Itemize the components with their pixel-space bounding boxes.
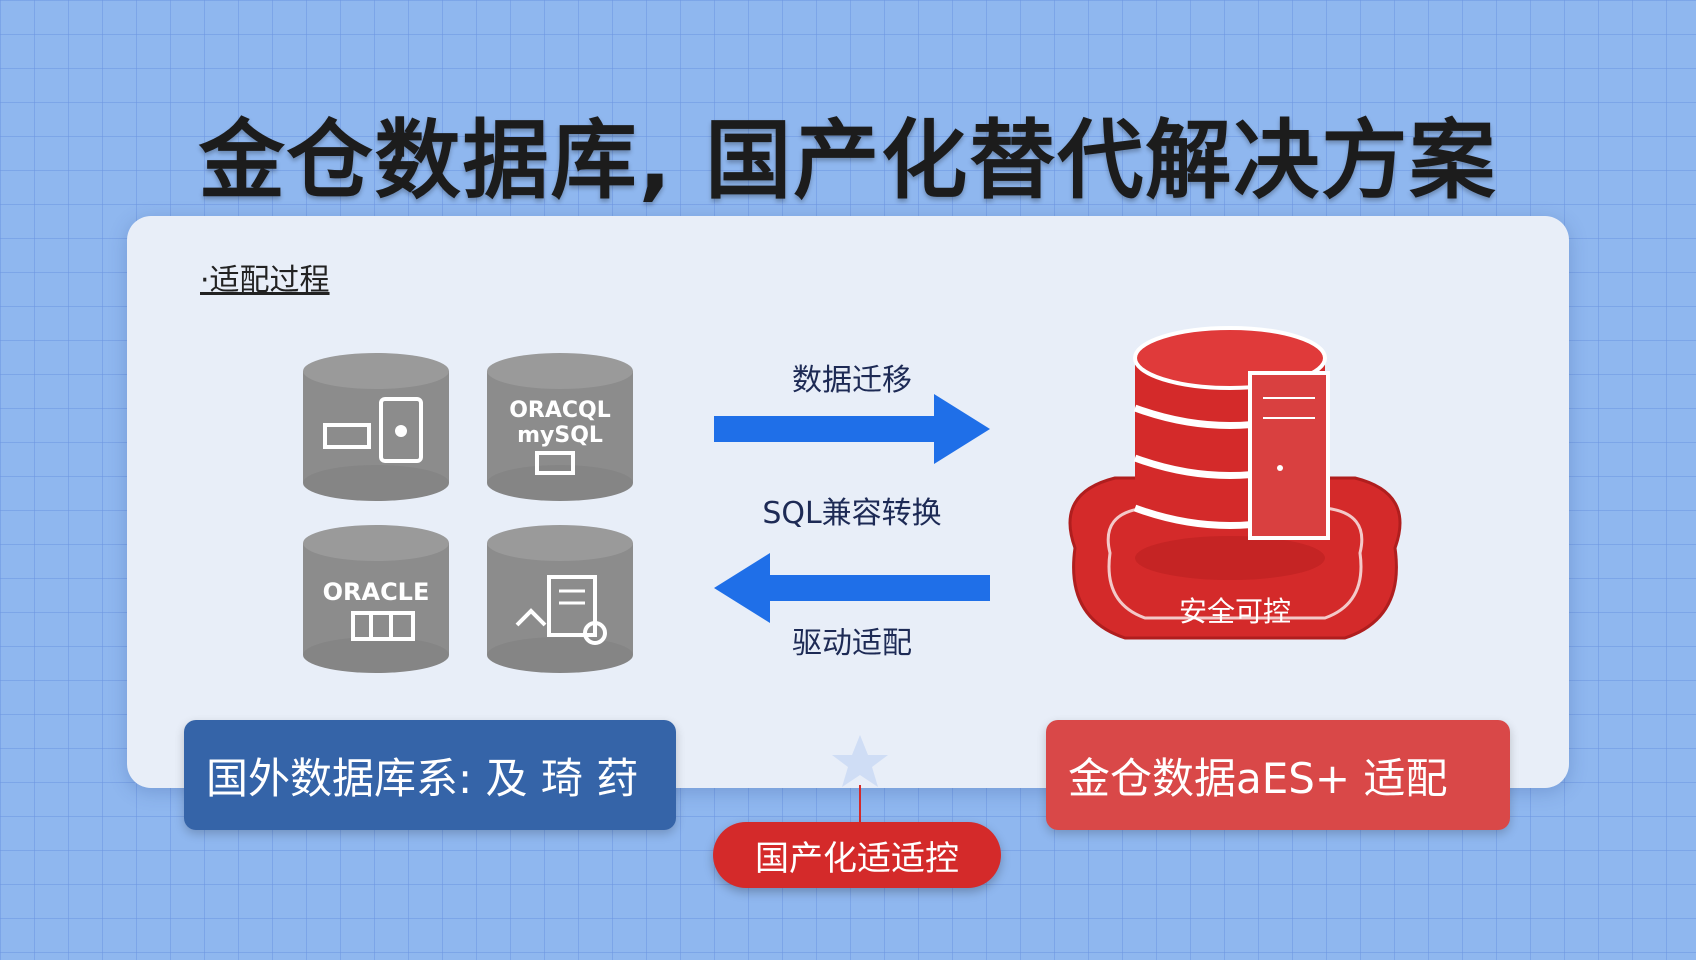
panel-label: ·适配过程 [200, 263, 330, 298]
target-system-box: 金仓数据aES+ 适配 [1046, 720, 1510, 830]
target-db-icon [1068, 326, 1402, 640]
target-badge: 安全可控 [1178, 595, 1291, 628]
source-systems-label: 国外数据库系: 及 琦 荮 [206, 753, 639, 803]
flow-label-middle: SQL兼容转换 [762, 496, 942, 531]
arrow-left-icon [714, 553, 990, 623]
star-connector-icon [832, 735, 888, 823]
source-db-2-icon [487, 353, 633, 501]
localization-pill: 国产化适适控 [713, 822, 1001, 888]
arrow-right-icon [714, 394, 990, 464]
flow-label-bottom: 驱动适配 [792, 626, 912, 661]
source-db-2-label: ORACQL mySQL [509, 398, 611, 448]
target-system-label: 金仓数据aES+ 适配 [1068, 753, 1448, 803]
source-db-4-icon [487, 525, 633, 673]
source-db-1-icon [303, 353, 449, 501]
page-title: 金仓数据库, 国产化替代解决方案 [198, 111, 1498, 211]
source-systems-box: 国外数据库系: 及 琦 荮 [184, 720, 676, 830]
source-db-3-label: ORACLE [322, 578, 430, 606]
flow-label-top: 数据迁移 [792, 363, 912, 398]
source-db-3-icon [303, 525, 449, 673]
